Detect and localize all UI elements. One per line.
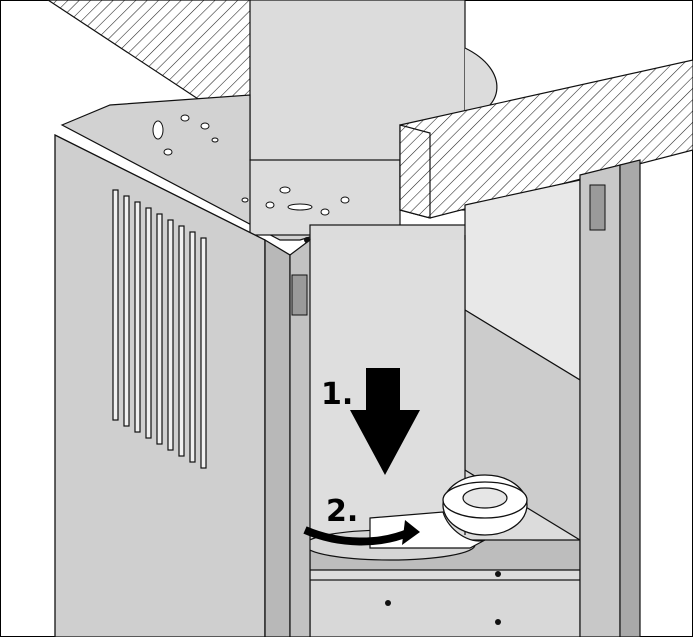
lower-panel [309,579,581,637]
step-1-label: 1. [321,377,354,412]
arrow-down-step1 [350,368,420,475]
right-bracket [589,184,606,231]
ceiling-beam-front-end [399,124,431,219]
left-panel-edge [264,238,291,637]
duct-lower [249,159,401,236]
arrow-head-step2 [402,520,420,545]
tape-roll-core [462,487,508,509]
ventilation-slots [112,189,207,469]
plate-holes [152,114,350,216]
right-frame-column [579,164,621,637]
step-2-label: 2. [326,494,359,529]
front-left-post [289,238,311,637]
right-frame-edge [619,159,641,637]
left-bracket [291,274,308,316]
arrow-curve-step2 [303,526,412,546]
